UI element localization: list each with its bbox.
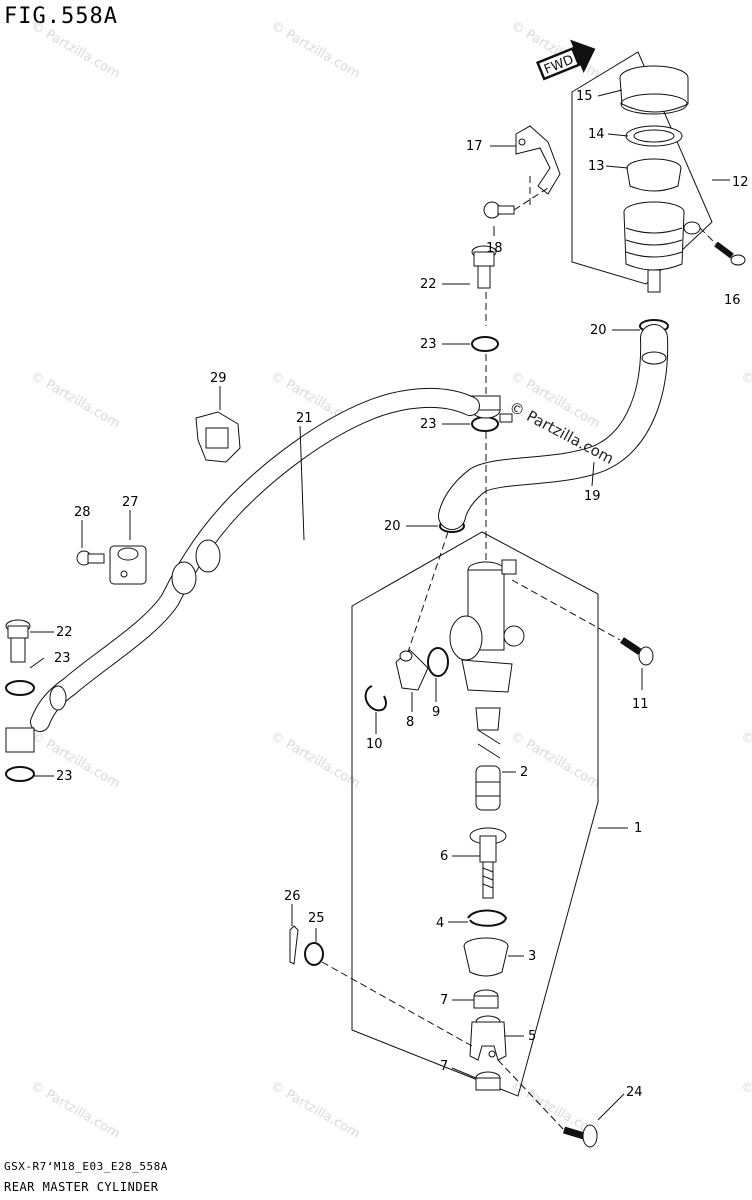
- diaphragm: [626, 158, 682, 192]
- watermark-text: © Partzilla.com: [268, 1078, 362, 1141]
- callout-7-lower: 7: [440, 1059, 448, 1074]
- master-cylinder-outline: [351, 531, 599, 1097]
- callout-2: 2: [520, 765, 528, 780]
- callout-20-lower: 20: [384, 519, 401, 534]
- callout-9: 9: [432, 705, 440, 720]
- union-bolt-upper: [471, 245, 497, 289]
- watermark-text: © Partzilla.com: [508, 728, 602, 791]
- reservoir-bracket: [515, 125, 561, 195]
- callout-26: 26: [284, 889, 301, 904]
- diaphragm-plate: [625, 125, 683, 147]
- washer-upper-2: [471, 416, 499, 432]
- watermark-text: © Partzilla.com: [738, 368, 752, 431]
- diagram-caption: REAR MASTER CYLINDER: [4, 1180, 159, 1194]
- circlip-lower: [467, 909, 508, 927]
- lock-nut-lower: [475, 1071, 501, 1091]
- hose-clamp-bracket: [109, 545, 147, 585]
- callout-19: 19: [584, 489, 601, 504]
- callout-7-upper: 7: [440, 993, 448, 1008]
- callout-23-d: 23: [56, 769, 73, 784]
- callout-24: 24: [626, 1085, 643, 1100]
- callout-25: 25: [308, 911, 325, 926]
- reservoir-cap: [619, 65, 689, 115]
- watermark-text: © Partzilla.com: [28, 368, 122, 431]
- callout-11: 11: [632, 697, 649, 712]
- push-rod: [469, 827, 507, 899]
- callout-28: 28: [74, 505, 91, 520]
- figure-title: FIG.558A: [4, 4, 118, 29]
- callout-23-a: 23: [420, 337, 437, 352]
- plain-washer: [304, 942, 324, 966]
- watermark-text: © Partzilla.com: [738, 728, 752, 791]
- washer-lower-1: [5, 680, 35, 696]
- piston-spring-assembly: [475, 707, 501, 811]
- brake-hose: [30, 387, 480, 732]
- callout-23-b: 23: [420, 417, 437, 432]
- leader-lines: [29, 89, 730, 1121]
- dust-boot: [463, 937, 509, 977]
- o-ring: [427, 647, 449, 677]
- callout-15: 15: [576, 89, 593, 104]
- callout-22-lower: 22: [56, 625, 73, 640]
- callout-21: 21: [296, 411, 313, 426]
- callout-17: 17: [466, 139, 483, 154]
- callout-5: 5: [528, 1029, 536, 1044]
- lock-nut-upper: [473, 989, 499, 1009]
- inlet-fitting: [395, 649, 429, 691]
- callout-23-c: 23: [54, 651, 71, 666]
- callout-10: 10: [366, 737, 383, 752]
- callout-labels: 1 2 3 4 5 6 7 7 8 9 10 11 12 13 14 15 16…: [54, 89, 749, 1100]
- watermark-text: © Partzilla.com: [28, 18, 122, 81]
- washer-upper-1: [471, 336, 499, 352]
- clamp-bolt: [76, 550, 105, 566]
- callout-18: 18: [486, 241, 503, 256]
- watermark-text: © Partzilla.com: [268, 18, 362, 81]
- callout-12: 12: [732, 175, 749, 190]
- callout-4: 4: [436, 916, 444, 931]
- callout-27: 27: [122, 495, 139, 510]
- mounting-bolt: [620, 637, 654, 666]
- circlip-upper: [364, 685, 387, 712]
- hose-guide: [195, 411, 241, 463]
- clevis-joint: [469, 1015, 507, 1061]
- reservoir-tank: [623, 201, 701, 293]
- alignment-lines: [321, 176, 717, 1131]
- bracket-bolt: [483, 201, 515, 219]
- callout-6: 6: [440, 849, 448, 864]
- watermark-text: © Partzilla.com: [28, 728, 122, 791]
- cotter-pin: [289, 925, 299, 965]
- reservoir-screw: [714, 241, 746, 266]
- watermark-text: © Partzilla.com: [738, 1078, 752, 1141]
- callout-8: 8: [406, 715, 414, 730]
- callout-29: 29: [210, 371, 227, 386]
- watermark-text: © Partzilla.com: [28, 1078, 122, 1141]
- reservoir-hose: [438, 324, 669, 530]
- callout-13: 13: [588, 159, 605, 174]
- callout-1: 1: [634, 821, 642, 836]
- callout-3: 3: [528, 949, 536, 964]
- banjo-fitting-lower: [5, 727, 35, 753]
- watermark-text: © Partzilla.com: [268, 728, 362, 791]
- diagram-code: GSX-R7‘M18_E03_E28_558A: [4, 1160, 168, 1173]
- callout-16: 16: [724, 293, 741, 308]
- callout-22-upper: 22: [420, 277, 437, 292]
- washer-lower-2: [5, 766, 35, 782]
- callout-14: 14: [588, 127, 605, 142]
- clevis-pin: [562, 1124, 598, 1148]
- union-bolt-lower: [5, 619, 31, 663]
- master-cylinder-body: [449, 559, 525, 693]
- callout-20-upper: 20: [590, 323, 607, 338]
